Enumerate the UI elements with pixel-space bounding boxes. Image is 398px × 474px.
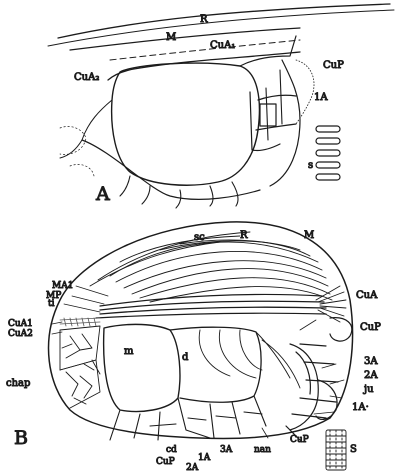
label-d-cell-b: d — [182, 352, 189, 363]
cell-m-b — [104, 324, 180, 411]
label-m-a: M — [166, 32, 176, 43]
lower-cells-b — [110, 396, 266, 440]
cup-curl-b — [330, 318, 352, 341]
scale-stack-a — [316, 126, 340, 180]
label-cup-bl-b: CuP — [156, 457, 175, 467]
label-2a-right-b: 2A — [364, 370, 378, 381]
panel-label-a: A — [95, 183, 110, 205]
label-cup-br-b: CuP — [290, 435, 309, 445]
label-cua2-b: CuA2 — [8, 329, 33, 339]
radial-veins-b — [90, 232, 332, 302]
vein-a-cup — [270, 60, 300, 186]
cell-a-large — [112, 63, 260, 185]
label-cup-right-b: CuP — [360, 322, 381, 333]
fan-b — [316, 286, 346, 322]
label-cd-b: cd — [166, 445, 177, 455]
anal-region-b — [286, 344, 338, 440]
vein-cua-b — [96, 313, 326, 318]
label-m-b: M — [304, 230, 314, 241]
label-ju-b: ju — [363, 384, 374, 395]
label-chap-b: chap — [6, 378, 30, 389]
label-s-a: s — [308, 160, 313, 171]
figure-b: sc R M MA1 MP ti CuA CuA1 CuA2 CuP 3A 2A… — [6, 222, 381, 473]
vein-a-right-1 — [240, 36, 296, 66]
cell-a-small — [260, 104, 276, 126]
dotted-scale-a — [60, 126, 94, 176]
label-3a-right-b: 3A — [364, 356, 378, 367]
label-s-b: S — [350, 444, 357, 455]
stipple-a — [296, 60, 314, 124]
vein-sc-b — [100, 294, 322, 306]
label-r-a: R — [200, 14, 208, 25]
label-1a-a: 1A — [314, 92, 328, 103]
vein-a-right-2 — [258, 95, 296, 100]
label-cua2-a: CuA₂ — [74, 72, 99, 83]
vein-a-right-6 — [280, 70, 282, 124]
label-1a-bottom-b: 1A — [198, 453, 211, 463]
label-2a-bottom-b: 2A — [186, 463, 199, 473]
label-cua1-a: CuA₁ — [210, 40, 235, 51]
cell-d-b — [170, 327, 261, 402]
scale-stack-b — [326, 430, 346, 470]
label-sc-b: sc — [194, 232, 205, 243]
label-cua-b: CuA — [356, 290, 378, 301]
label-1a-right-b: 1A· — [352, 402, 369, 413]
vein-cua2-a — [108, 52, 300, 80]
reticulation-chap-b — [60, 326, 100, 408]
label-nan-b: nan — [254, 445, 271, 455]
hatched-band-b — [60, 318, 100, 326]
label-3a-bottom-b: 3A — [220, 445, 233, 455]
vein-a-right-5 — [266, 88, 268, 140]
label-m-cell-b: m — [124, 346, 134, 357]
label-cup-a: CuP — [323, 60, 344, 71]
vein-m-a — [70, 28, 300, 50]
discal-veins-b — [199, 330, 300, 388]
label-r-b: R — [240, 230, 248, 241]
figure-a: R M CuA₁ CuA₂ CuP 1A s A — [48, 4, 394, 208]
panel-label-b: B — [14, 427, 28, 449]
label-cua1-b: CuA1 — [8, 319, 33, 329]
cell-a-outline — [60, 100, 112, 158]
vein-r-b — [100, 301, 324, 310]
label-ti-b: ti — [48, 299, 55, 309]
label-ma1-b: MA1 — [52, 281, 73, 291]
